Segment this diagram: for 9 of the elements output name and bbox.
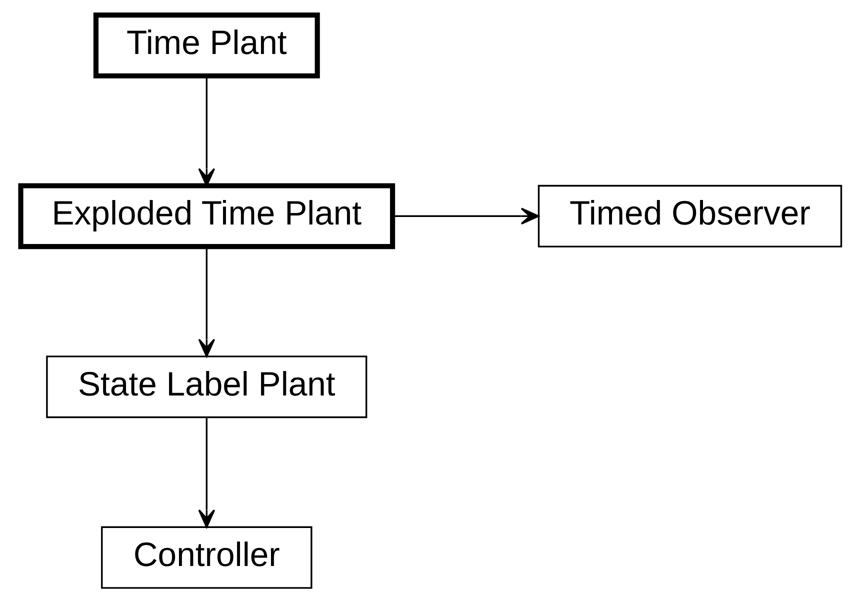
node-box: Controller xyxy=(101,526,312,589)
node-box: Timed Observer xyxy=(538,184,842,248)
arrow xyxy=(198,246,216,358)
arrow xyxy=(198,418,216,528)
arrow xyxy=(392,208,540,225)
node-box: Exploded Time Plant xyxy=(18,183,396,250)
node-box: Time Plant xyxy=(93,12,320,78)
arrow xyxy=(198,76,216,186)
node-box: State Label Plant xyxy=(46,356,368,418)
